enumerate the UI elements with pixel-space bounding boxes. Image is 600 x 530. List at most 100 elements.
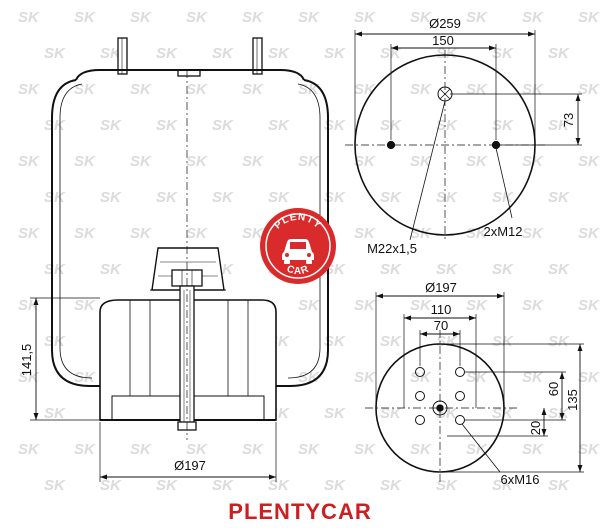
- watermark-text: SK: [436, 117, 458, 134]
- watermark-text: SK: [578, 225, 600, 242]
- watermark-text: SK: [436, 261, 458, 278]
- bottom-height-label: 135: [565, 389, 580, 411]
- watermark-text: SK: [354, 297, 376, 314]
- stud-hole-left: [386, 140, 396, 150]
- car-icon: [282, 239, 314, 264]
- watermark-text: SK: [242, 441, 264, 458]
- watermark-text: SK: [44, 405, 66, 422]
- bottom-spacing-inner-label: 70: [434, 318, 448, 333]
- watermark-text: SK: [100, 45, 122, 62]
- watermark-text: SK: [18, 297, 40, 314]
- bottom-bolts-label: 6xM16: [500, 472, 539, 487]
- bottom-pitch-label: 60: [546, 382, 561, 396]
- watermark-text: SK: [466, 297, 488, 314]
- watermark-text: SK: [324, 405, 346, 422]
- watermark-text: SK: [436, 477, 458, 494]
- watermark-text: SK: [186, 81, 208, 98]
- watermark-text: SK: [578, 81, 600, 98]
- svg-text:CAR: CAR: [285, 264, 311, 277]
- watermark-text: SK: [242, 153, 264, 170]
- watermark-text: SK: [74, 225, 96, 242]
- watermark-text: SK: [74, 9, 96, 26]
- top-studs-label: 2xM12: [483, 224, 522, 239]
- bottom-small-label: 20: [528, 421, 543, 435]
- watermark-text: SK: [548, 477, 570, 494]
- watermark-text: SK: [324, 45, 346, 62]
- watermark-text: SK: [18, 9, 40, 26]
- plentycar-logo: PLENTY CAR: [260, 208, 336, 284]
- watermark-text: SK: [466, 225, 488, 242]
- watermark-text: SK: [324, 477, 346, 494]
- watermark-text: SK: [522, 225, 544, 242]
- watermark-text: SK: [74, 153, 96, 170]
- watermark-text: SK: [466, 441, 488, 458]
- watermark-text: SK: [242, 225, 264, 242]
- watermark-text: SK: [548, 405, 570, 422]
- watermark-text: SK: [410, 297, 432, 314]
- watermark-text: SK: [242, 81, 264, 98]
- watermark-text: SK: [578, 369, 600, 386]
- watermark-text: SK: [380, 261, 402, 278]
- watermark-text: SK: [522, 9, 544, 26]
- top-center-thread-label: M22x1,5: [367, 241, 417, 256]
- watermark-text: SK: [324, 189, 346, 206]
- watermark-text: SK: [18, 225, 40, 242]
- watermark-text: SK: [298, 369, 320, 386]
- watermark-text: SK: [186, 153, 208, 170]
- watermark-text: SK: [410, 81, 432, 98]
- mounting-stud-right: [252, 37, 263, 75]
- watermark-text: SK: [298, 153, 320, 170]
- watermark-text: SK: [186, 225, 208, 242]
- watermark-text: SK: [298, 297, 320, 314]
- watermark-text: SK: [492, 117, 514, 134]
- watermark-text: SK: [548, 333, 570, 350]
- watermark-text: SK: [548, 261, 570, 278]
- watermark-text: SK: [18, 441, 40, 458]
- top-plate: [75, 69, 305, 81]
- watermark-text: SK: [156, 189, 178, 206]
- watermark-text: SK: [156, 477, 178, 494]
- bottom-view: [365, 292, 584, 485]
- watermark-text: SK: [74, 297, 96, 314]
- watermark-text: SK: [186, 441, 208, 458]
- mounting-stud-left: [117, 37, 128, 75]
- watermark-text: SK: [130, 441, 152, 458]
- watermark-text: SK: [354, 81, 376, 98]
- watermark-text: SK: [380, 189, 402, 206]
- watermark-text: SK: [130, 153, 152, 170]
- watermark-text: SK: [324, 333, 346, 350]
- watermark-text: SK: [156, 117, 178, 134]
- watermark-text: SK: [522, 81, 544, 98]
- logo-bottom-text: CAR: [285, 264, 310, 277]
- watermark-text: SK: [242, 9, 264, 26]
- watermark-text: SK: [492, 189, 514, 206]
- watermark-text: SK: [298, 81, 320, 98]
- watermark-text: SK: [44, 477, 66, 494]
- watermark-text: SK: [354, 369, 376, 386]
- top-center-boss: [177, 69, 201, 77]
- watermark-text: SK: [354, 441, 376, 458]
- watermark-text: SK: [268, 117, 290, 134]
- watermark-text: SK: [354, 9, 376, 26]
- watermark-text: SK: [44, 117, 66, 134]
- watermark-text: SK: [268, 477, 290, 494]
- top-spacing-label: 150: [432, 33, 454, 48]
- watermark-text: SK: [212, 189, 234, 206]
- bottom-diameter-label: Ø197: [425, 280, 457, 295]
- watermark-text: SK: [578, 9, 600, 26]
- watermark-text: SK: [268, 189, 290, 206]
- watermark-text: SK: [130, 225, 152, 242]
- bolt-holes: [415, 367, 465, 425]
- watermark-text: SK: [492, 45, 514, 62]
- top-offset-label: 73: [561, 113, 576, 127]
- watermark-text: SK: [492, 333, 514, 350]
- center-thread-hole: [432, 400, 448, 416]
- watermark-text: SK: [522, 297, 544, 314]
- watermark-text: SK: [436, 189, 458, 206]
- watermark-text: SK: [74, 441, 96, 458]
- watermark-text: SK: [44, 45, 66, 62]
- watermark-text: SK: [298, 441, 320, 458]
- watermark-text: SK: [18, 153, 40, 170]
- watermark-text: SK: [100, 189, 122, 206]
